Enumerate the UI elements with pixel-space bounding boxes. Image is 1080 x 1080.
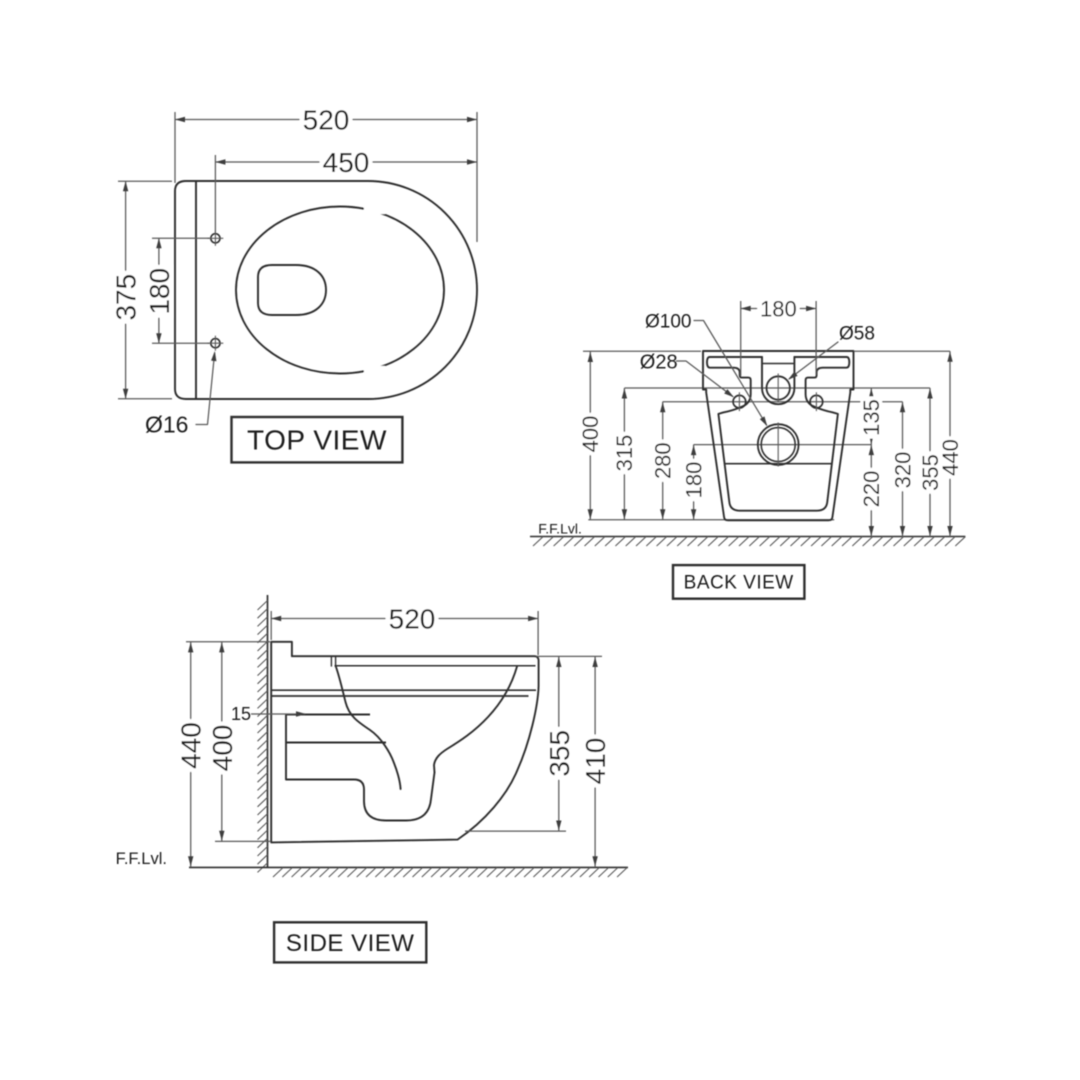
svg-text:TOP VIEW: TOP VIEW: [247, 425, 387, 456]
svg-text:Ø16: Ø16: [145, 412, 188, 438]
svg-text:Ø58: Ø58: [839, 324, 875, 345]
svg-text:SIDE VIEW: SIDE VIEW: [286, 930, 415, 957]
svg-text:400: 400: [578, 416, 603, 453]
svg-text:15: 15: [231, 704, 251, 724]
svg-text:440: 440: [176, 722, 207, 769]
svg-text:135: 135: [859, 399, 884, 436]
svg-text:280: 280: [651, 442, 676, 479]
svg-text:F.F.Lvl.: F.F.Lvl.: [116, 850, 167, 868]
svg-text:315: 315: [612, 435, 637, 472]
svg-text:355: 355: [544, 730, 575, 777]
svg-text:F.F.Lvl.: F.F.Lvl.: [538, 521, 582, 537]
svg-text:450: 450: [323, 147, 370, 178]
svg-text:355: 355: [918, 454, 943, 491]
svg-text:400: 400: [207, 725, 238, 772]
svg-text:440: 440: [938, 439, 963, 476]
svg-text:520: 520: [389, 603, 436, 634]
svg-text:Ø28: Ø28: [640, 351, 678, 373]
svg-text:180: 180: [760, 296, 797, 321]
svg-text:Ø100: Ø100: [645, 312, 691, 333]
svg-text:375: 375: [111, 274, 142, 321]
svg-text:220: 220: [859, 471, 884, 508]
svg-text:410: 410: [580, 738, 611, 785]
svg-text:180: 180: [681, 462, 706, 499]
svg-text:180: 180: [144, 268, 175, 315]
svg-text:320: 320: [890, 452, 915, 489]
svg-text:520: 520: [303, 104, 350, 135]
svg-text:BACK VIEW: BACK VIEW: [684, 573, 794, 594]
